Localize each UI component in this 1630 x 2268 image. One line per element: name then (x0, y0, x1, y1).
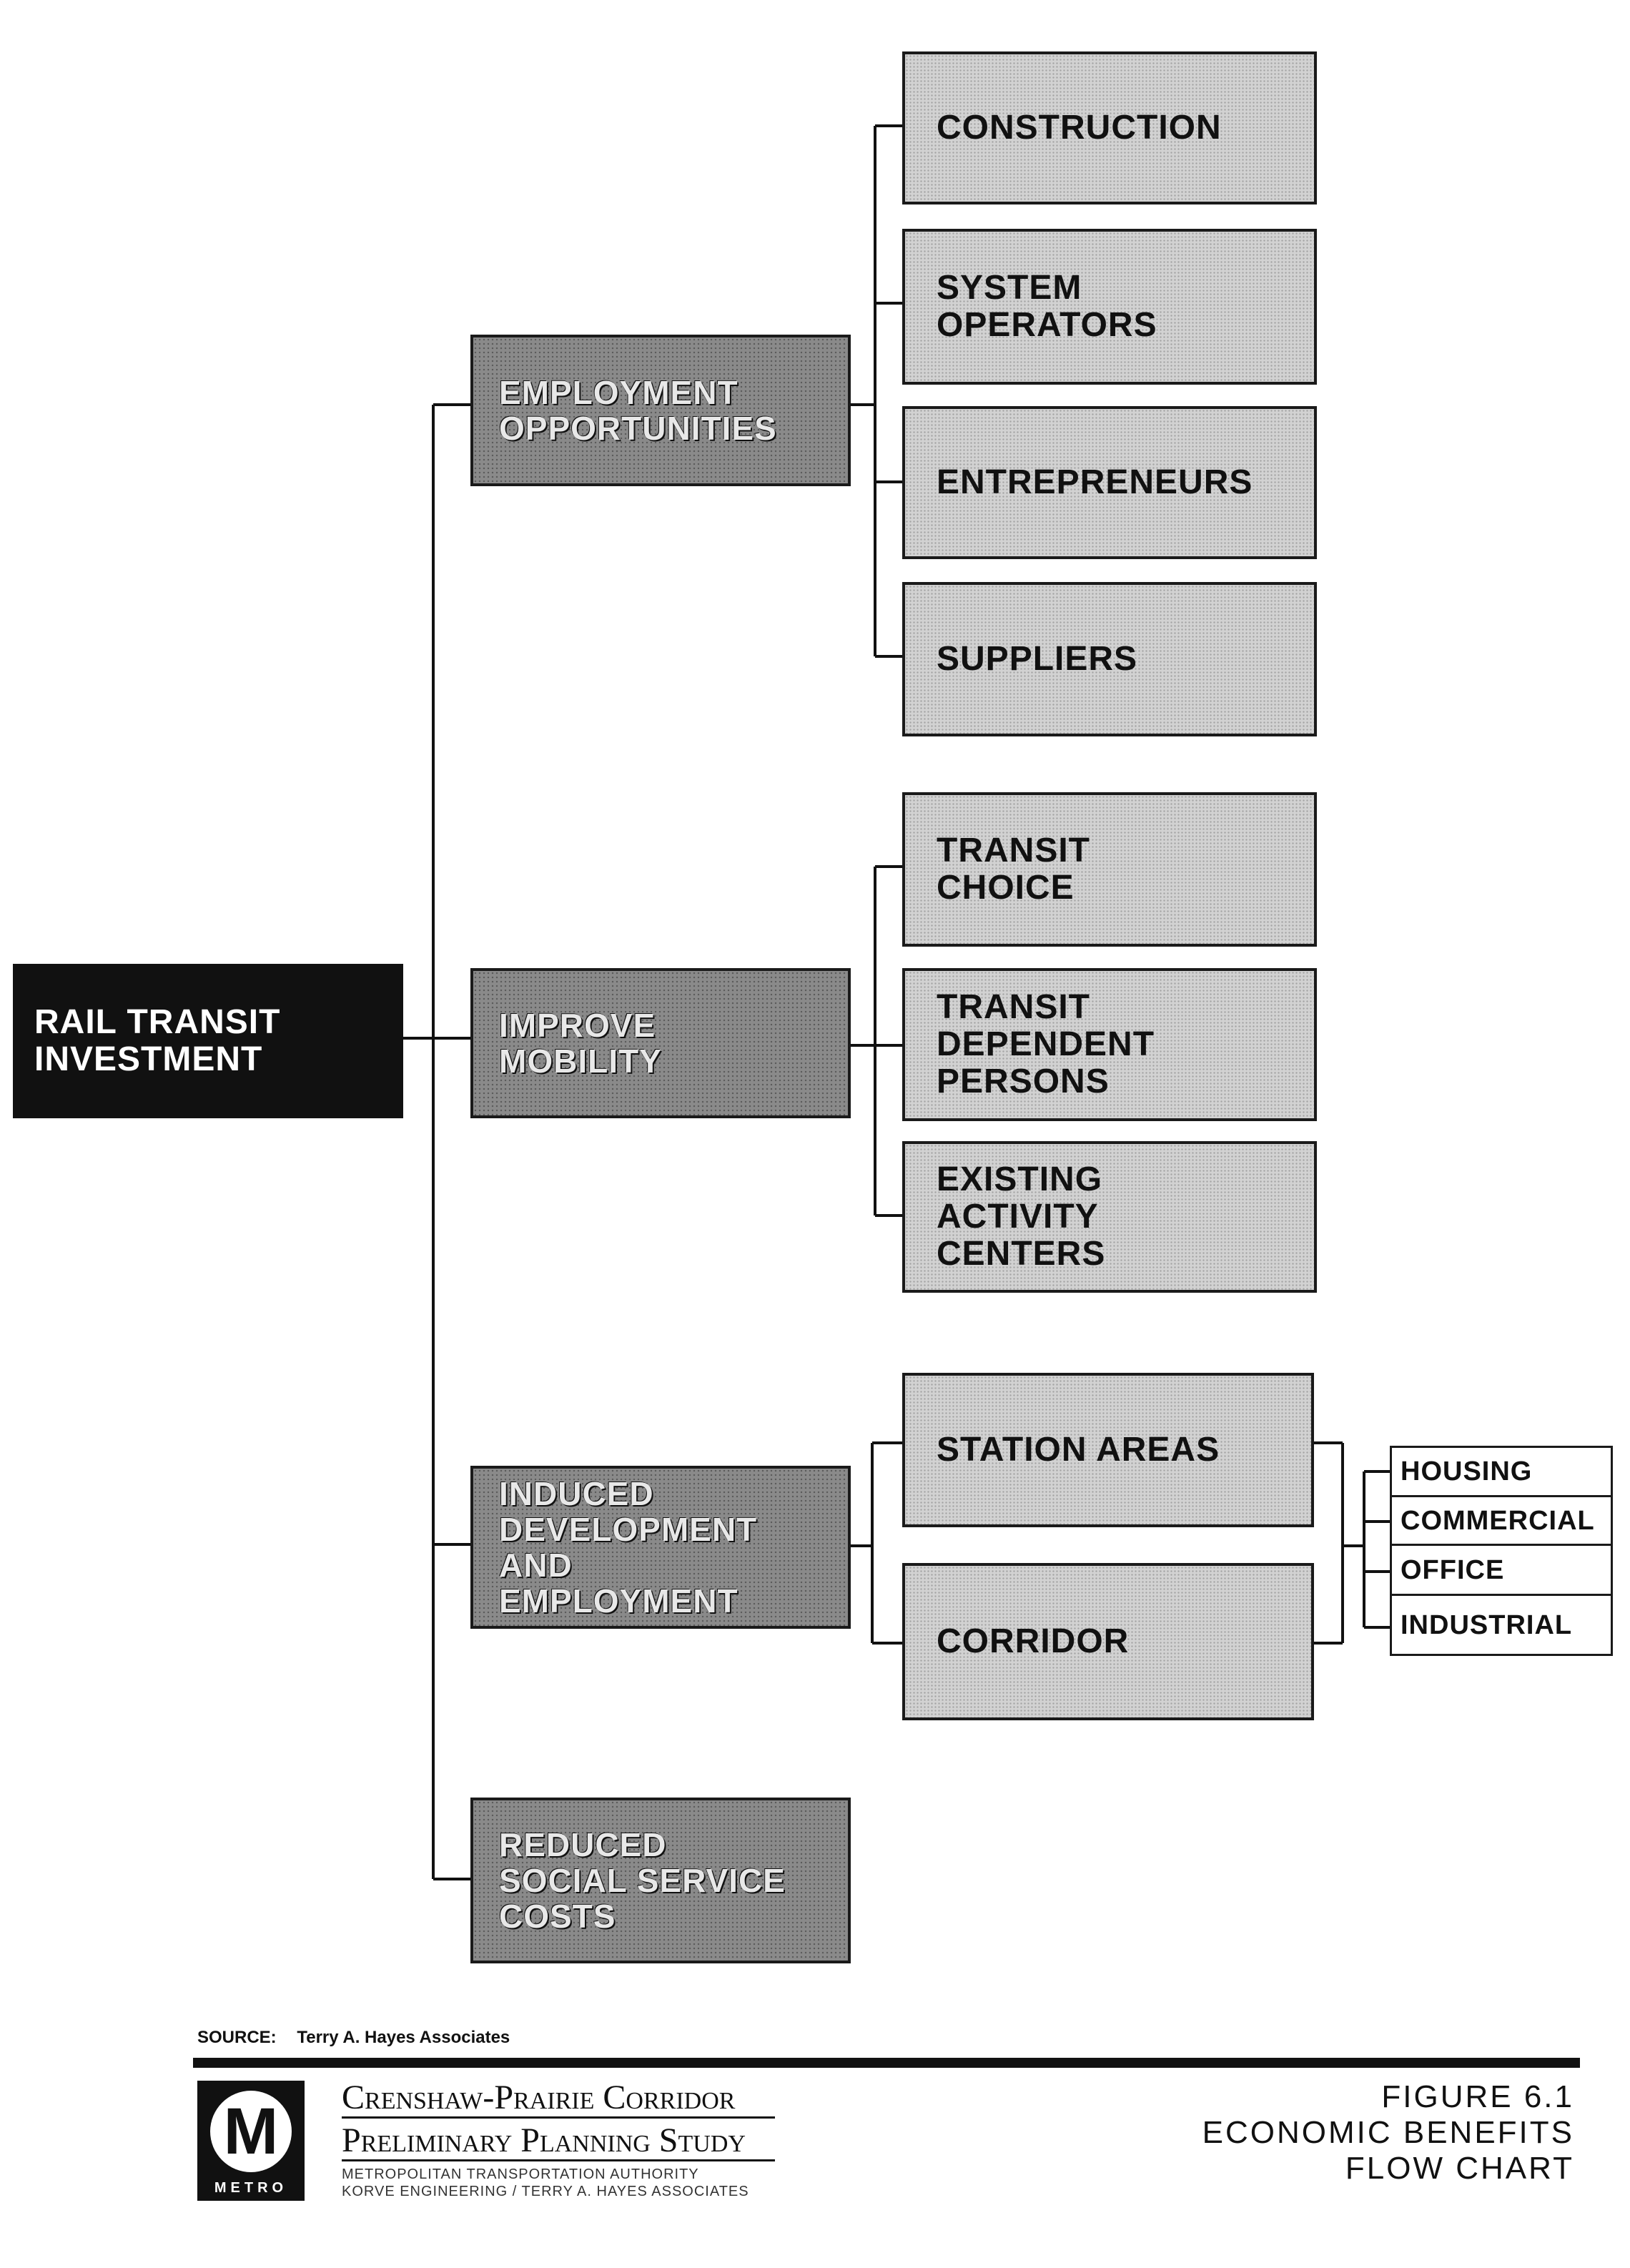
mobility-item-transit-dependent-persons: TRANSIT DEPENDENT PERSONS (902, 968, 1317, 1121)
employment-item-construction: CONSTRUCTION (902, 51, 1317, 204)
source-label: SOURCE: (197, 2028, 277, 2047)
logo-word: METRO (214, 2180, 288, 2196)
figure-title-line2: FLOW CHART (1345, 2151, 1574, 2186)
metro-logo: M METRO (197, 2081, 305, 2201)
category-induced-development: INDUCED DEVELOPMENT AND EMPLOYMENT (470, 1466, 851, 1629)
land-use-industrial: INDUSTRIAL (1390, 1596, 1613, 1656)
study-title-line2: Preliminary Planning Study (342, 2121, 746, 2159)
study-underline-2 (342, 2159, 775, 2161)
category-reduced-social-service-costs: REDUCED SOCIAL SERVICE COSTS (470, 1798, 851, 1963)
figure-caption: FIGURE 6.1 ECONOMIC BENEFITS FLOW CHART (1202, 2079, 1574, 2186)
employment-item-suppliers: SUPPLIERS (902, 582, 1317, 736)
mobility-item-existing-activity-centers: EXISTING ACTIVITY CENTERS (902, 1141, 1317, 1293)
logo-circle: M (210, 2091, 292, 2172)
study-underline-1 (342, 2116, 775, 2119)
development-item-station-areas: STATION AREAS (902, 1373, 1314, 1527)
land-use-housing: HOUSING (1390, 1446, 1613, 1497)
logo-letter: M (223, 2095, 279, 2168)
mobility-item-transit-choice: TRANSIT CHOICE (902, 792, 1317, 947)
category-improve-mobility: IMPROVE MOBILITY (470, 968, 851, 1118)
land-use-office: OFFICE (1390, 1546, 1613, 1596)
footer-rule (193, 2058, 1580, 2068)
root-node-rail-transit-investment: RAIL TRANSIT INVESTMENT (13, 964, 403, 1118)
source-value: Terry A. Hayes Associates (297, 2028, 510, 2047)
agency-line1: METROPOLITAN TRANSPORTATION AUTHORITY (342, 2166, 699, 2182)
development-item-corridor: CORRIDOR (902, 1563, 1314, 1720)
figure-title-line1: ECONOMIC BENEFITS (1202, 2115, 1574, 2150)
land-use-commercial: COMMERCIAL (1390, 1497, 1613, 1546)
source-note: SOURCE: Terry A. Hayes Associates (197, 2028, 510, 2048)
employment-item-system-operators: SYSTEM OPERATORS (902, 229, 1317, 385)
agency-line2: KORVE ENGINEERING / TERRY A. HAYES ASSOC… (342, 2184, 749, 2199)
employment-item-entrepreneurs: ENTREPRENEURS (902, 406, 1317, 559)
study-title-line1: Crenshaw-Prairie Corridor (342, 2079, 736, 2116)
category-employment-opportunities: EMPLOYMENT OPPORTUNITIES (470, 335, 851, 486)
figure-number: FIGURE 6.1 (1381, 2079, 1574, 2114)
